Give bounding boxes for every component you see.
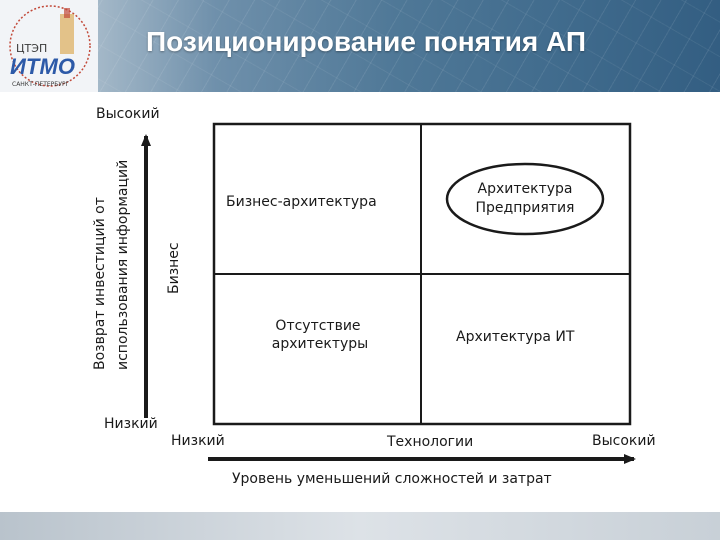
logo-main-text: ИТМО [10,54,75,79]
y-axis-high-label: Высокий [96,106,160,122]
highlight-ellipse [445,162,605,236]
itmo-emblem-icon: ЦТЭП ИТМО САНКТ-ПЕТЕРБУРГ [9,5,91,88]
y-axis-dimension-label: Бизнес [166,242,182,294]
quadrant-bottom-left-text-line2: архитектуры [272,336,368,352]
itmo-logo: ЦТЭП ИТМО САНКТ-ПЕТЕРБУРГ [0,0,98,92]
slide-title: Позиционирование понятия АП [146,26,587,57]
x-axis-title: Уровень уменьшений сложностей и затрат [232,471,552,487]
x-axis-low-label: Низкий [171,433,225,449]
logo-bottom-text: САНКТ-ПЕТЕРБУРГ [12,81,70,88]
quadrant-top-right-text-line1: Архитектура [478,181,573,197]
quadrant-bottom-left-text-line1: Отсутствие [275,318,360,334]
y-axis-title-line1: Возврат инвестиций от [92,197,108,370]
header-map-texture [0,0,720,92]
quadrant-top-right-text-line2: Предприятия [476,200,575,216]
quadrant-top-left-text: Бизнес-архитектура [226,194,377,210]
y-axis-low-label: Низкий [104,416,158,432]
quadrant-bottom-right-text: Архитектура ИТ [456,329,575,345]
y-axis-title-line2: использования информаций [115,160,131,370]
logo-top-text: ЦТЭП [16,42,47,55]
header-band [0,0,720,92]
footer-band [0,512,720,540]
x-axis-dimension-label: Технологии [386,434,473,450]
x-axis-high-label: Высокий [592,433,656,449]
